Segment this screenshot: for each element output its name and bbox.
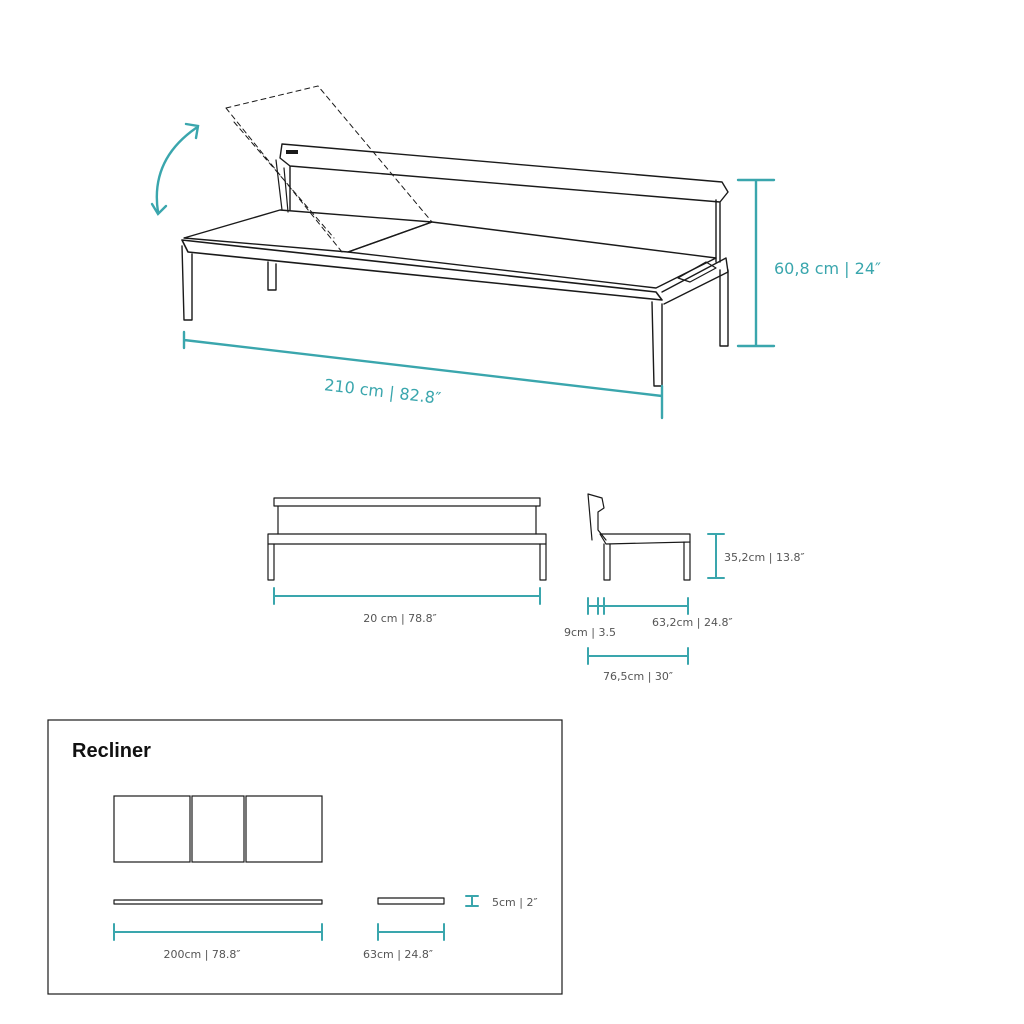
total-depth-dimension — [587, 647, 689, 665]
back-depth-dimension — [587, 597, 605, 615]
recline-arrowhead-bottom — [150, 202, 168, 216]
backrest — [279, 143, 729, 263]
front-width-label: 20 cm | 78.8″ — [363, 612, 437, 625]
side-backrest — [587, 493, 607, 541]
leg-back-left — [267, 261, 277, 291]
length-dimension-line — [182, 330, 664, 420]
armrest-bracket — [677, 261, 717, 283]
back-depth-label: 9cm | 3.5 — [564, 626, 616, 639]
seat-cushion-left — [183, 209, 433, 253]
leg-front-right — [651, 301, 663, 387]
recline-arrowhead-top — [184, 122, 200, 140]
frame-side-rail — [661, 257, 729, 305]
frame-front-rail — [181, 239, 663, 301]
recline-arrow — [155, 126, 198, 214]
seat-depth-dimension — [603, 597, 689, 615]
leg-front-left — [181, 245, 193, 321]
height-label: 60,8 cm | 24″ — [774, 259, 881, 278]
total-depth-label: 76,5cm | 30″ — [603, 670, 673, 683]
backrest-logo-tag — [286, 150, 298, 154]
recliner-cushion-1 — [113, 795, 191, 863]
recliner-thickness-dimension — [465, 895, 479, 907]
recliner-thickness-label: 5cm | 2″ — [492, 896, 538, 909]
sofa-isometric-view: 210 cm | 82.8″ 60,8 cm | 24″ — [150, 85, 881, 420]
recliner-cushion-3 — [245, 795, 323, 863]
front-legs — [267, 543, 547, 581]
recliner-width-label: 200cm | 78.8″ — [163, 948, 240, 961]
recliner-panel-border — [47, 719, 563, 995]
recliner-width-dimension — [113, 923, 323, 941]
leg-back-right — [719, 269, 729, 347]
front-width-dimension — [273, 587, 541, 605]
recliner-cushion-2 — [191, 795, 245, 863]
side-legs — [603, 541, 691, 581]
seat-depth-label: 63,2cm | 24.8″ — [652, 616, 733, 629]
side-seat — [599, 533, 691, 545]
front-seat — [267, 533, 547, 545]
recliner-front-profile — [113, 899, 323, 905]
recliner-depth-label: 63cm | 24.8″ — [363, 948, 433, 961]
front-backrest — [273, 497, 541, 535]
height-dimension-line — [736, 178, 776, 348]
reclined-backrest-outline — [225, 85, 433, 253]
seat-height-label: 35,2cm | 13.8″ — [724, 551, 805, 564]
seat-cushion-right — [347, 221, 717, 289]
backrest-post — [275, 159, 289, 213]
recliner-panel: Recliner 200cm | 78.8″ 5cm | 2″ 63cm | 2… — [47, 719, 563, 995]
recliner-top-view — [113, 795, 323, 863]
recliner-depth-dimension — [377, 923, 445, 941]
seat-height-dimension — [707, 533, 725, 579]
sofa-front-view: 20 cm | 78.8″ — [267, 497, 547, 625]
length-label: 210 cm | 82.8″ — [323, 375, 442, 408]
recliner-side-profile — [377, 897, 445, 905]
sofa-side-view: 35,2cm | 13.8″ 9cm | 3.5 63,2cm | 24.8″ … — [564, 493, 805, 683]
recliner-title: Recliner — [72, 740, 151, 762]
